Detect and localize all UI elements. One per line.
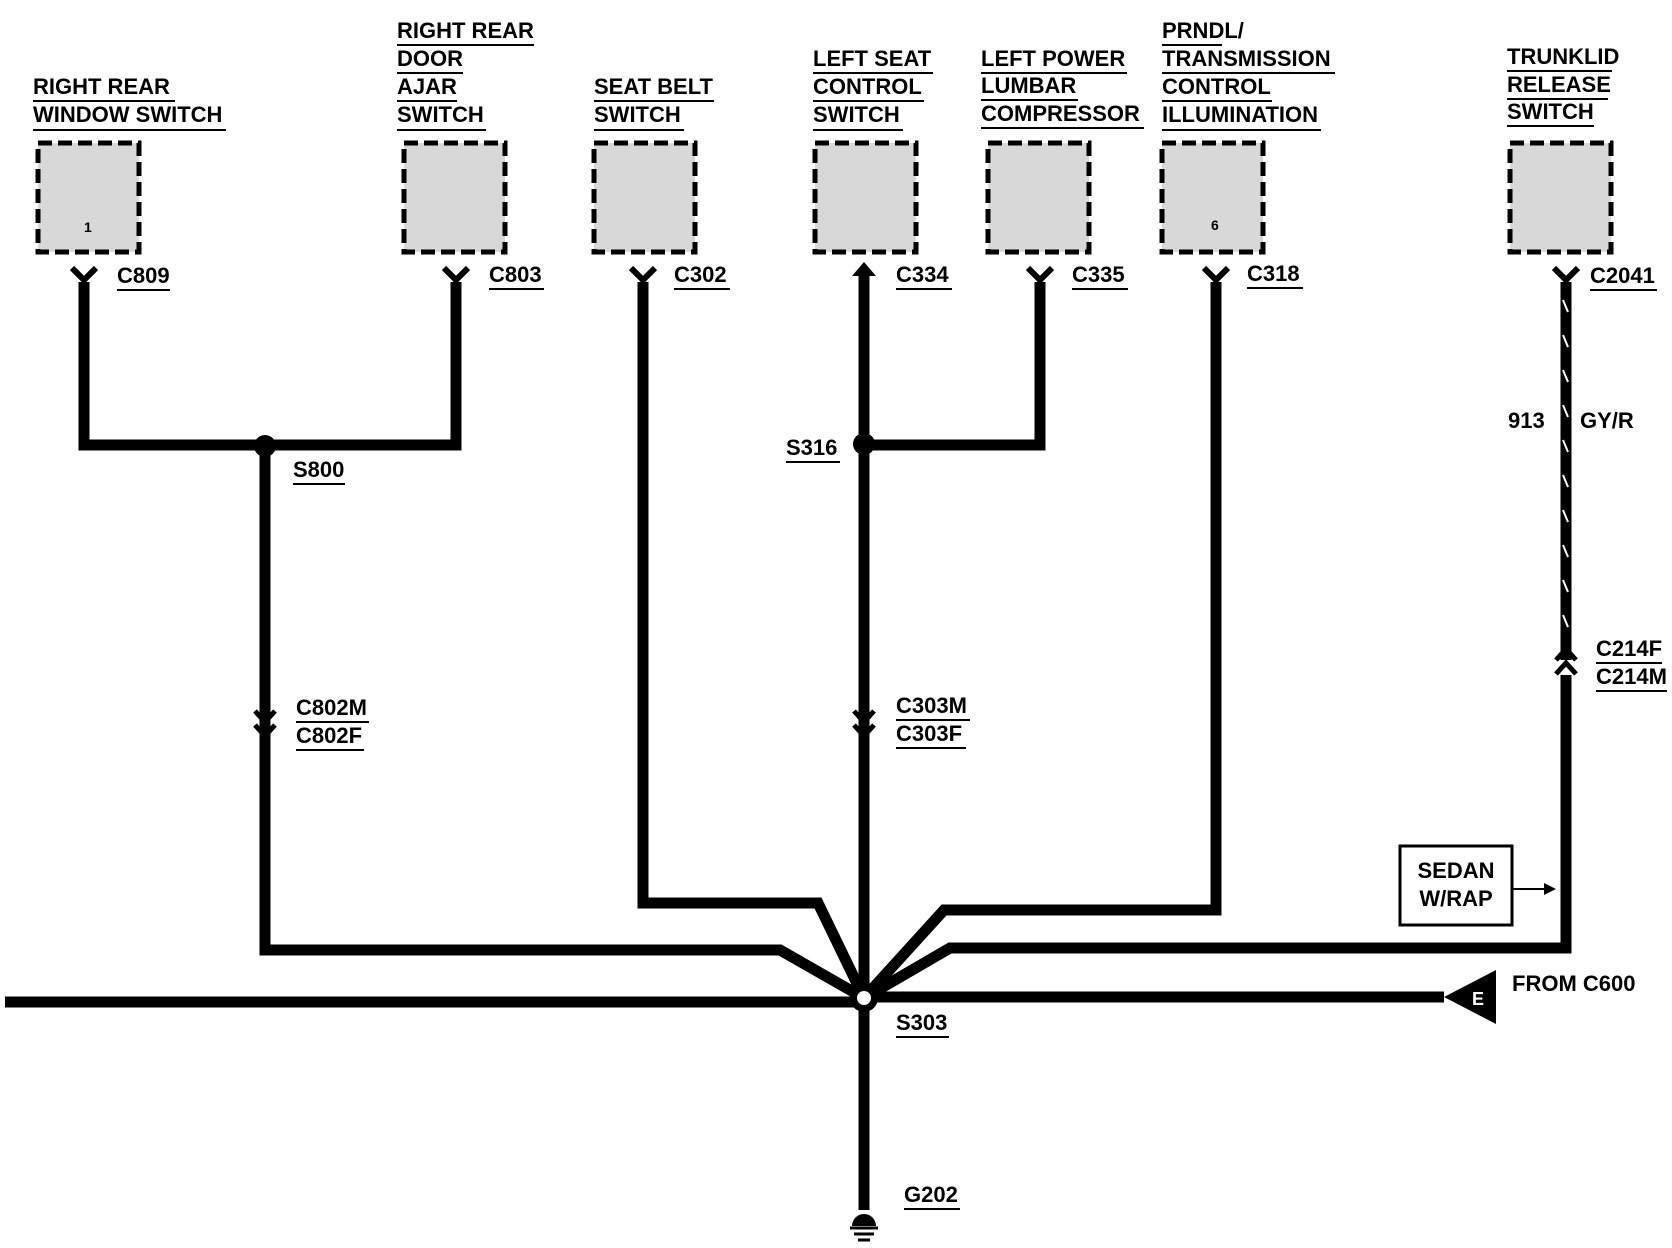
wire-c803-s800 <box>265 282 462 451</box>
page-ref-letter: E <box>1472 989 1484 1009</box>
svg-text:C303M: C303M <box>896 693 967 718</box>
svg-text:RELEASE: RELEASE <box>1507 72 1611 97</box>
option-box-sedan-wrap: SEDAN W/RAP <box>1398 844 1556 927</box>
connector-c302: C302 <box>674 262 727 287</box>
pin-6: 6 <box>1211 217 1219 233</box>
svg-text:RIGHT REAR: RIGHT REAR <box>397 18 534 43</box>
connector-c335: C335 <box>1072 262 1125 287</box>
wire-c302-s303 <box>637 282 869 1001</box>
svg-text:CONTROL: CONTROL <box>813 74 922 99</box>
page-ref-text: FROM C600 <box>1512 971 1635 996</box>
terminal-c2041 <box>1551 265 1581 285</box>
splice-s316: S316 <box>786 433 875 463</box>
connector-c334: C334 <box>896 262 949 287</box>
wire-c318-s303 <box>859 282 1222 1002</box>
wire-913-color: GY/R <box>1580 408 1634 433</box>
ground-g202: G202 <box>850 1182 960 1242</box>
component-seat-belt-switch: SEAT BELT SWITCH <box>591 74 714 255</box>
svg-text:C802F: C802F <box>296 723 362 748</box>
svg-text:WINDOW SWITCH: WINDOW SWITCH <box>33 102 222 127</box>
component-left-seat-control-switch: LEFT SEAT CONTROL SWITCH <box>812 46 933 255</box>
terminal-c335 <box>1025 265 1055 285</box>
connector-c803: C803 <box>489 262 542 287</box>
svg-text:SWITCH: SWITCH <box>594 102 681 127</box>
svg-text:C214M: C214M <box>1596 664 1667 689</box>
component-right-rear-door-ajar-switch: RIGHT REAR DOOR AJAR SWITCH <box>397 18 534 255</box>
connector-terminals <box>69 265 1581 285</box>
svg-text:SWITCH: SWITCH <box>1507 99 1594 124</box>
svg-text:C214F: C214F <box>1596 636 1662 661</box>
pin-1: 1 <box>84 219 92 235</box>
svg-text:RIGHT REAR: RIGHT REAR <box>33 74 170 99</box>
svg-text:C303F: C303F <box>896 721 962 746</box>
component-right-rear-window-switch: RIGHT REAR WINDOW SWITCH 1 <box>33 74 226 255</box>
wire-c214-s303 <box>861 675 1572 1003</box>
svg-text:TRANSMISSION: TRANSMISSION <box>1162 46 1331 71</box>
terminal-c803 <box>441 265 471 285</box>
svg-text:S316: S316 <box>786 435 837 460</box>
svg-text:AJAR: AJAR <box>397 74 457 99</box>
svg-text:C802M: C802M <box>296 695 367 720</box>
svg-text:LEFT SEAT: LEFT SEAT <box>813 46 932 71</box>
wires <box>5 270 1572 1210</box>
splice-s800: S800 <box>254 435 345 485</box>
connector-c809: C809 <box>117 263 170 288</box>
inline-connector-c303: C303M C303F <box>852 693 970 749</box>
svg-text:LEFT POWER: LEFT POWER <box>981 46 1125 71</box>
component-left-power-lumbar-compressor: LEFT POWER LUMBAR COMPRESSOR <box>981 46 1144 255</box>
svg-text:COMPRESSOR: COMPRESSOR <box>981 101 1140 126</box>
svg-text:SWITCH: SWITCH <box>813 102 900 127</box>
inline-connector-c802: C802M C802F <box>253 695 369 751</box>
terminal-c809 <box>69 265 99 285</box>
connector-c2041: C2041 <box>1590 263 1655 288</box>
terminal-c302 <box>628 265 658 285</box>
svg-text:DOOR: DOOR <box>397 46 463 71</box>
svg-text:SEAT BELT: SEAT BELT <box>594 74 714 99</box>
svg-text:W/RAP: W/RAP <box>1419 886 1492 911</box>
svg-text:S303: S303 <box>896 1010 947 1035</box>
terminal-c318 <box>1201 265 1231 285</box>
svg-text:S800: S800 <box>293 457 344 482</box>
svg-text:LUMBAR: LUMBAR <box>981 73 1076 98</box>
wire-913-stripe <box>1562 299 1569 628</box>
wire-c335-s316 <box>864 282 1046 451</box>
wire-c809-s800 <box>78 282 265 451</box>
connector-c318: C318 <box>1247 261 1300 286</box>
splice-s303: S303 <box>850 984 949 1038</box>
inline-connector-c214: C214F C214M <box>1554 636 1667 692</box>
svg-text:ILLUMINATION: ILLUMINATION <box>1162 102 1318 127</box>
component-prndl-transmission-control-illumination: PRNDL/ TRANSMISSION CONTROL ILLUMINATION… <box>1159 18 1335 255</box>
page-ref-from-c600: E FROM C600 <box>1444 970 1635 1024</box>
svg-text:CONTROL: CONTROL <box>1162 74 1271 99</box>
svg-text:SWITCH: SWITCH <box>397 102 484 127</box>
svg-text:PRNDL/: PRNDL/ <box>1162 18 1244 43</box>
terminal-c334 <box>852 262 876 276</box>
svg-text:SEDAN: SEDAN <box>1417 858 1494 883</box>
svg-text:TRUNKLID: TRUNKLID <box>1507 44 1619 69</box>
ground-label: G202 <box>904 1182 958 1207</box>
wire-s800-s303 <box>259 445 867 1003</box>
component-trunklid-release-switch: TRUNKLID RELEASE SWITCH <box>1507 44 1619 255</box>
wire-913-circuit: 913 <box>1508 408 1545 433</box>
